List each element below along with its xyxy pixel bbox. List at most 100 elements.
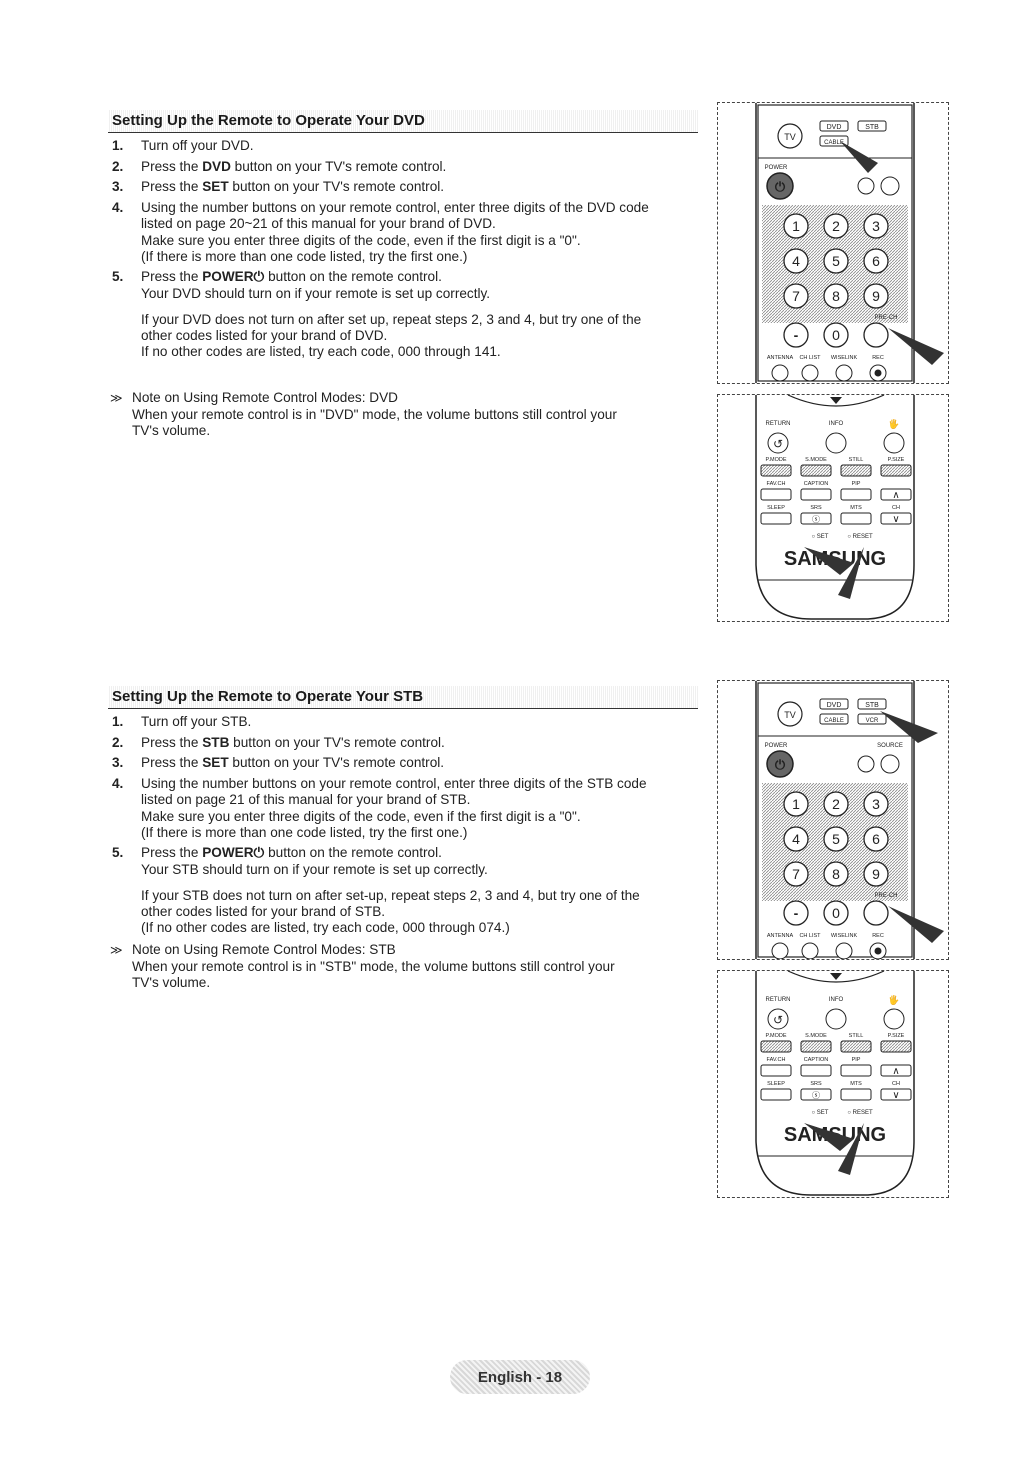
rec-dot [874,369,882,377]
function-button [835,364,853,382]
button-name: POWER⏻ [202,269,265,285]
digit-label: 5 [832,253,840,269]
row-label: CH LIST [799,933,821,939]
step-item: 1. Turn off your STB. [108,714,698,730]
sleep-label: CH [892,505,900,511]
digit-label: 4 [792,253,800,269]
nav-ring [787,395,885,407]
ch-down-icon: ∨ [892,514,899,525]
cable-mode-label: CABLE [824,140,844,146]
bulb-button [857,177,875,195]
step-number: 4. [112,776,124,792]
function-button [771,942,789,959]
power-icon: ⏻ [775,179,786,194]
digit-label: 5 [832,831,840,847]
pre-ch-label: PRE-CH [874,893,897,899]
step-item: 1.Turn off your DVD. [108,138,698,154]
function-button [801,942,819,959]
dvd-section: Setting Up the Remote to Operate Your DV… [108,110,698,439]
step-number: 2. [112,158,124,174]
dash-label: - [794,327,799,343]
return-button [767,432,789,454]
step-number: 5. [112,845,124,861]
digit-label: 8 [832,866,840,882]
exit-button [883,432,905,454]
power-label: POWER [765,743,788,749]
step-text: Make sure you enter three digits of the … [141,808,581,824]
cable-mode-label: CABLE [824,718,844,724]
mode-button [880,1040,912,1053]
row-label: REC [872,355,884,361]
step-text: If no other codes are listed, try each c… [141,344,501,360]
row-label: WISELINK [831,355,858,361]
stb-section-title: Setting Up the Remote to Operate Your ST… [108,686,698,709]
pre-ch-label: PRE-CH [874,315,897,321]
stb-mode-label: STB [865,124,879,131]
mode-label: P.SIZE [888,457,905,463]
step-number: 5. [112,269,124,285]
note-arrow-icon: ≫ [110,943,123,958]
digit-button [823,861,849,887]
fav-label: FAV.CH [767,1057,786,1063]
function-button [801,364,819,382]
mode-button [840,464,872,477]
mode-label: STILL [849,457,864,463]
digit-button [823,791,849,817]
hand-icon: 🖐 [888,994,899,1006]
fav-label: PIP [852,481,861,487]
info-label: INFO [829,997,844,1003]
step-item: 4.Using the number buttons on your remot… [108,200,698,265]
sleep-button [760,512,792,525]
srs-icon: ⓢ [812,515,820,524]
digit-label: 7 [792,866,800,882]
step-text: Your DVD should turn on if your remote i… [141,285,491,301]
sleep-button [760,1088,792,1101]
remote-body [755,395,915,620]
step-text: (If no other codes are listed, try each … [141,920,510,936]
mode-label: P.SIZE [888,1033,905,1039]
digit-button [783,826,809,852]
sleep-label: SRS [810,1081,822,1087]
pointer-arrow [804,1123,854,1151]
fav-label: FAV.CH [767,481,786,487]
mode-button [800,464,832,477]
power-label: POWER [765,165,788,171]
digit-label: 4 [792,831,800,847]
button-name: STB [202,734,230,750]
bulb-button [857,755,875,773]
pointer-arrow [888,328,944,365]
rec-dot [874,947,882,955]
digit-label: 6 [872,253,880,269]
pointer-arrow [838,547,864,599]
step-item: 5.Press the POWER⏻ button on the remote … [108,269,698,360]
function-button [835,942,853,959]
step-item: 5.Press the POWER⏻ button on the remote … [108,845,698,936]
fav-button [760,488,792,501]
digit-label: 1 [792,218,800,234]
sleep-label: MTS [850,505,862,511]
mode-label: S.MODE [805,457,827,463]
step-number: 1. [112,714,124,729]
cable-mode-button [819,135,849,147]
step-number: 3. [112,179,124,195]
set-label: ○ SET [812,1110,829,1116]
button-name: SET [202,179,229,195]
down-arrow-icon [830,397,842,404]
mode-button [800,1040,832,1053]
mode-label: STILL [849,1033,864,1039]
digit-button [863,791,889,817]
dash-label: - [794,905,799,921]
hand-icon: 🖐 [888,418,899,430]
digit-label: 3 [872,796,880,812]
srs-icon: ⓢ [812,1091,820,1100]
power-icon: ⏻ [775,757,786,772]
vcr-mode-label: VCR [866,718,879,724]
digit-button [863,248,889,274]
step-text: Turn off your STB. [141,714,252,729]
step-text: other codes listed for your brand of STB… [141,904,386,920]
